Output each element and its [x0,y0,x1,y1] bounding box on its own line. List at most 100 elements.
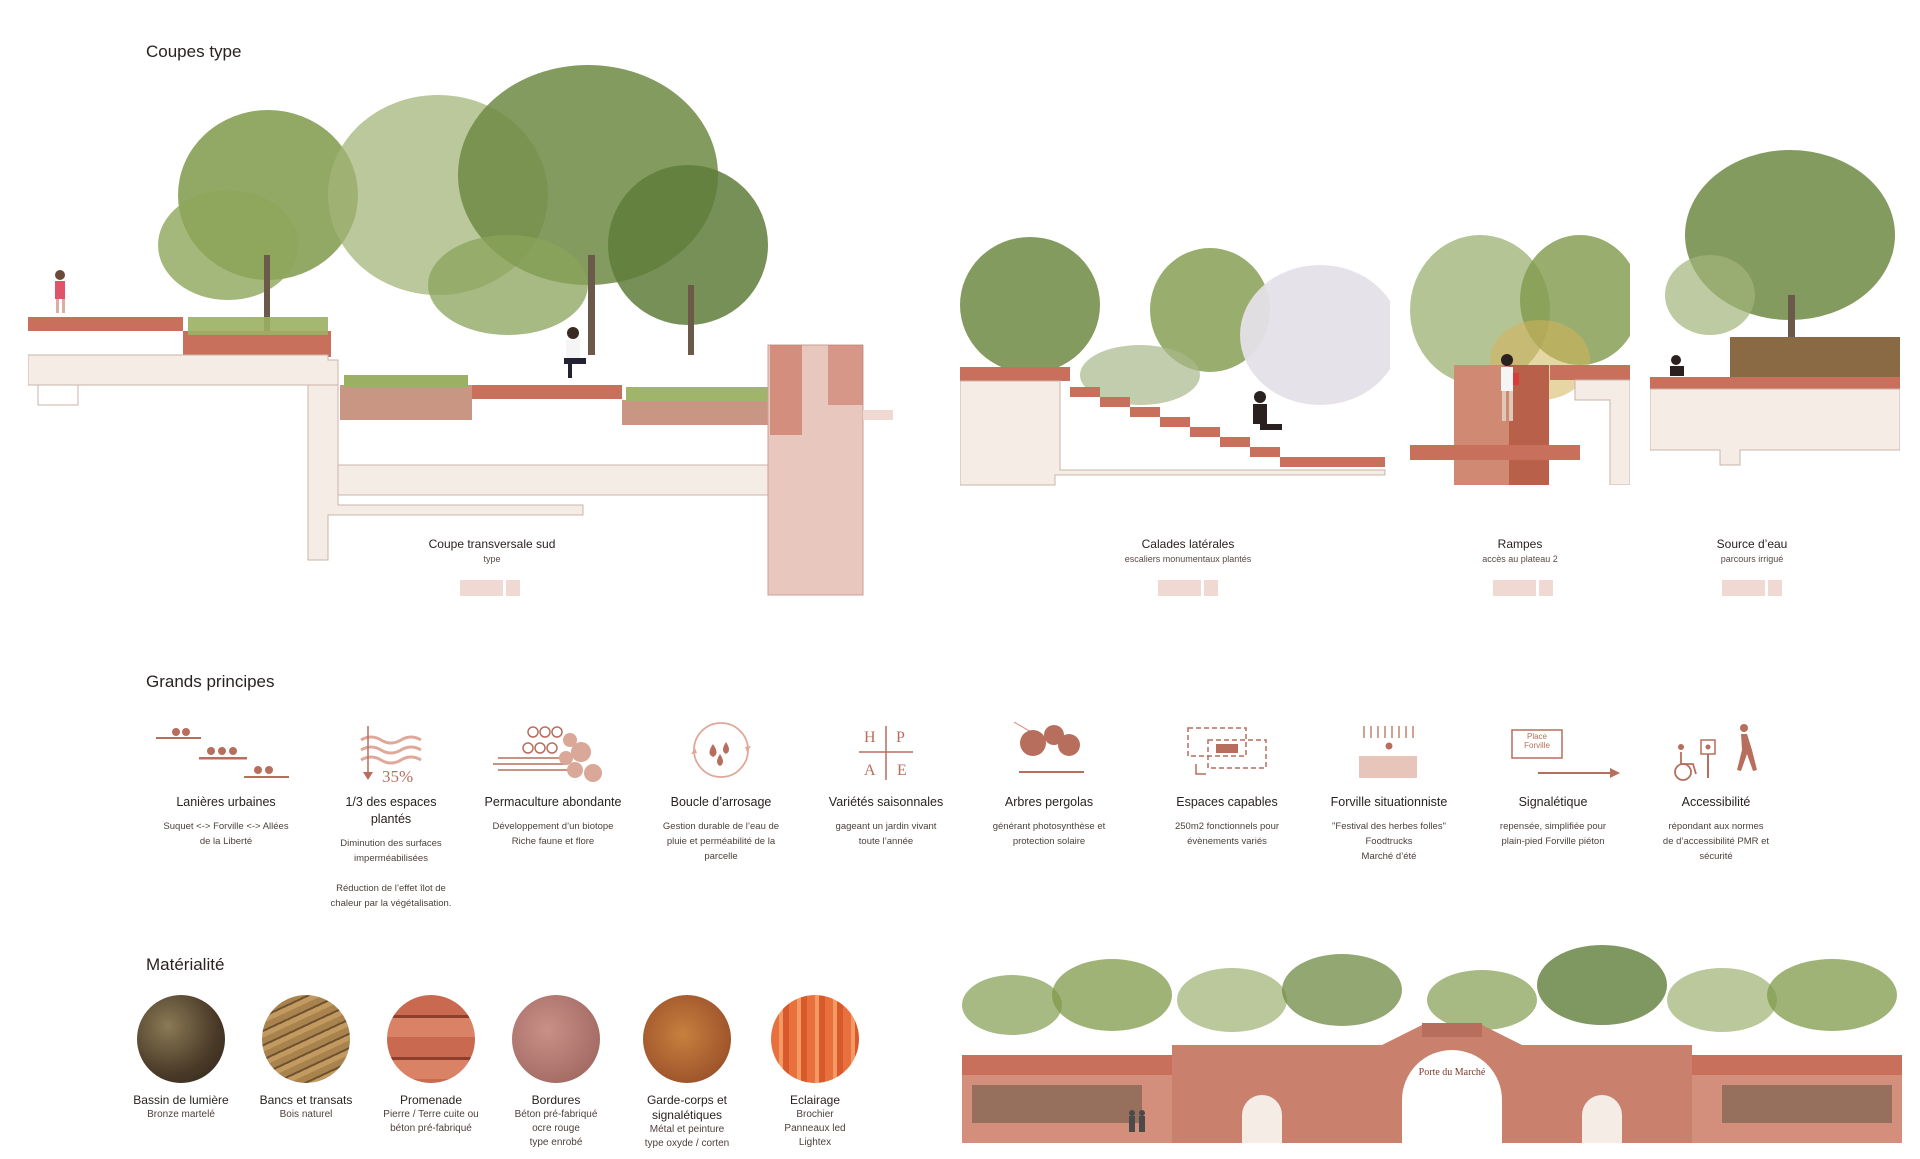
principe-title: Permaculture abondante [484,795,622,809]
principe-title: Signalétique [1518,795,1588,809]
coupe-title: Calades latérales [1141,537,1235,551]
pedestrians-figure [1129,1110,1145,1132]
principes-title: Grands principes [146,672,275,691]
person-standing-rampes-figure [1501,354,1519,421]
materiau-bassin: Bassin de lumière Bronze martelé [116,995,246,1122]
accessibility-icon [1641,718,1791,788]
principe-desc: gageant un jardin vivant toute l’année [835,821,937,847]
material-desc: Béton pré-fabriqué ocre rouge type enrob… [514,1109,598,1148]
season-letter: P [896,729,905,746]
principe-permaculture: Permaculture abondante Développement d’u… [478,718,628,849]
scale-bar [1158,580,1218,596]
material-swatch [387,995,475,1083]
material-title: Bancs et transats [259,1093,353,1107]
principe-title: Accessibilité [1681,795,1751,809]
material-desc: Bois naturel [279,1109,333,1120]
tree-cluster [158,65,768,355]
material-swatch [771,995,859,1083]
materialite-title: Matérialité [146,955,225,974]
scale-bar [1493,580,1553,596]
principe-title: Espaces capables [1176,795,1278,809]
materiau-bordures: Bordures Béton pré-fabriqué ocre rouge t… [491,995,621,1150]
coupe-caption-2: Rampes accès au plateau 2 [1430,537,1610,564]
capable-spaces-icon [1152,718,1302,788]
person-seated-source-figure [1670,355,1684,376]
material-desc: Brochier Panneaux led Lightex [784,1109,846,1148]
principe-desc: Suquet <-> Forville <-> Allées de la Lib… [163,821,289,847]
coupes-title: Coupes type [146,42,242,61]
scale-bar [460,580,520,596]
principe-signaletique: Place Forville Signalétique repensée, si… [1478,718,1628,849]
principe-desc: "Festival des herbes folles" Foodtrucks … [1332,821,1446,862]
materiau-bancs: Bancs et transats Bois naturel [241,995,371,1122]
principe-desc: générant photosynthèse et protection sol… [992,821,1106,847]
material-title: Bordures [531,1093,581,1107]
principe-title: Arbres pergolas [1004,795,1094,809]
season-letter: A [864,762,876,779]
facade-illustration: Porte du Marché [962,945,1902,1143]
principe-desc: Diminution des surfaces imperméabilisées… [330,838,452,909]
principe-accessibilite: Accessibilité répondant aux normes de d’… [1641,718,1791,864]
coupe-subtitle: accès au plateau 2 [1482,554,1558,564]
principe-title: Forville situationniste [1330,795,1448,809]
person-seated-figure [564,327,586,378]
material-desc: Pierre / Terre cuite ou béton pré-fabriq… [383,1109,479,1134]
person-child-figure [55,270,65,313]
principe-desc: Gestion durable de l’eau de pluie et per… [662,821,780,862]
materiau-garde-corps: Garde-corps et signalétiques Métal et pe… [622,995,752,1151]
coupe-caption-3: Source d’eau parcours irrigué [1662,537,1842,564]
principe-desc: repensée, simplifiée pour plain-pied For… [1499,821,1607,847]
coupe-subtitle: type [483,554,501,564]
material-desc: Bronze martelé [147,1109,215,1120]
signage-icon: Place Forville [1478,718,1628,788]
principe-desc: Développement d’un biotope Riche faune e… [492,821,614,847]
material-swatch [137,995,225,1083]
materiau-eclairage: Eclairage Brochier Panneaux led Lightex [750,995,880,1150]
tree-row [962,945,1897,1035]
material-title: Promenade [399,1093,463,1107]
material-title: Eclairage [789,1093,841,1107]
principe-desc: répondant aux normes de d’accessibilité … [1662,821,1770,862]
coupe-title: Rampes [1497,537,1543,551]
materiau-promenade: Promenade Pierre / Terre cuite ou béton … [366,995,496,1136]
material-swatch [262,995,350,1083]
wheelchair-icon [1674,752,1697,781]
principe-varietes: H P A E Variétés saisonnales gageant un … [811,718,961,849]
coupe-caption-0: Coupe transversale sud type [392,537,592,564]
coupe-subtitle: parcours irrigué [1720,554,1784,564]
season-letter: H [864,729,876,746]
principe-arrosage: Boucle d’arrosage Gestion durable de l’e… [646,718,796,864]
coupe-title: Source d’eau [1716,537,1788,551]
sign-label: Place Forville [1524,732,1550,750]
strips-icon [151,718,301,788]
material-title: Bassin de lumière [133,1093,229,1107]
principe-title: 1/3 des espaces plantés [345,795,437,826]
source-eau-illustration [1650,150,1900,466]
principe-lanieres: Lanières urbaines Suquet <-> Forville <-… [151,718,301,849]
coupe-subtitle: escaliers monumentaux plantés [1124,554,1252,564]
principe-forville: Forville situationniste "Festival des he… [1314,718,1464,864]
facade-sign: Porte du Marché [1419,1067,1486,1078]
pergola-trees-icon [974,718,1124,788]
water-loop-icon [646,718,796,788]
pedestrian-icon [1737,724,1757,771]
percent-35-icon: 35% [316,718,466,788]
season-letter: E [897,762,907,779]
rampes-illustration [1410,235,1630,485]
coupe-title: Coupe transversale sud [428,537,556,551]
principe-title: Lanières urbaines [176,795,276,809]
principe-pergolas: Arbres pergolas générant photosynthèse e… [974,718,1124,849]
person-seated-calades-figure [1253,391,1282,430]
permaculture-icon [478,718,628,788]
principe-title: Boucle d’arrosage [670,795,772,809]
material-title: Garde-corps et signalétiques [646,1093,728,1122]
material-swatch [512,995,600,1083]
scale-bar [1722,580,1782,596]
material-desc: Métal et peinture type oxyde / corten [644,1124,730,1149]
principe-espaces-capables: Espaces capables 250m2 fonctionnels pour… [1152,718,1302,849]
coupe-caption-1: Calades latérales escaliers monumentaux … [1088,537,1288,564]
principe-espaces-plantes: 35% 1/3 des espaces plantés Diminution d… [316,718,466,911]
calades-illustration [960,237,1390,486]
market-icon [1314,718,1464,788]
percent-label: 35% [382,767,413,786]
